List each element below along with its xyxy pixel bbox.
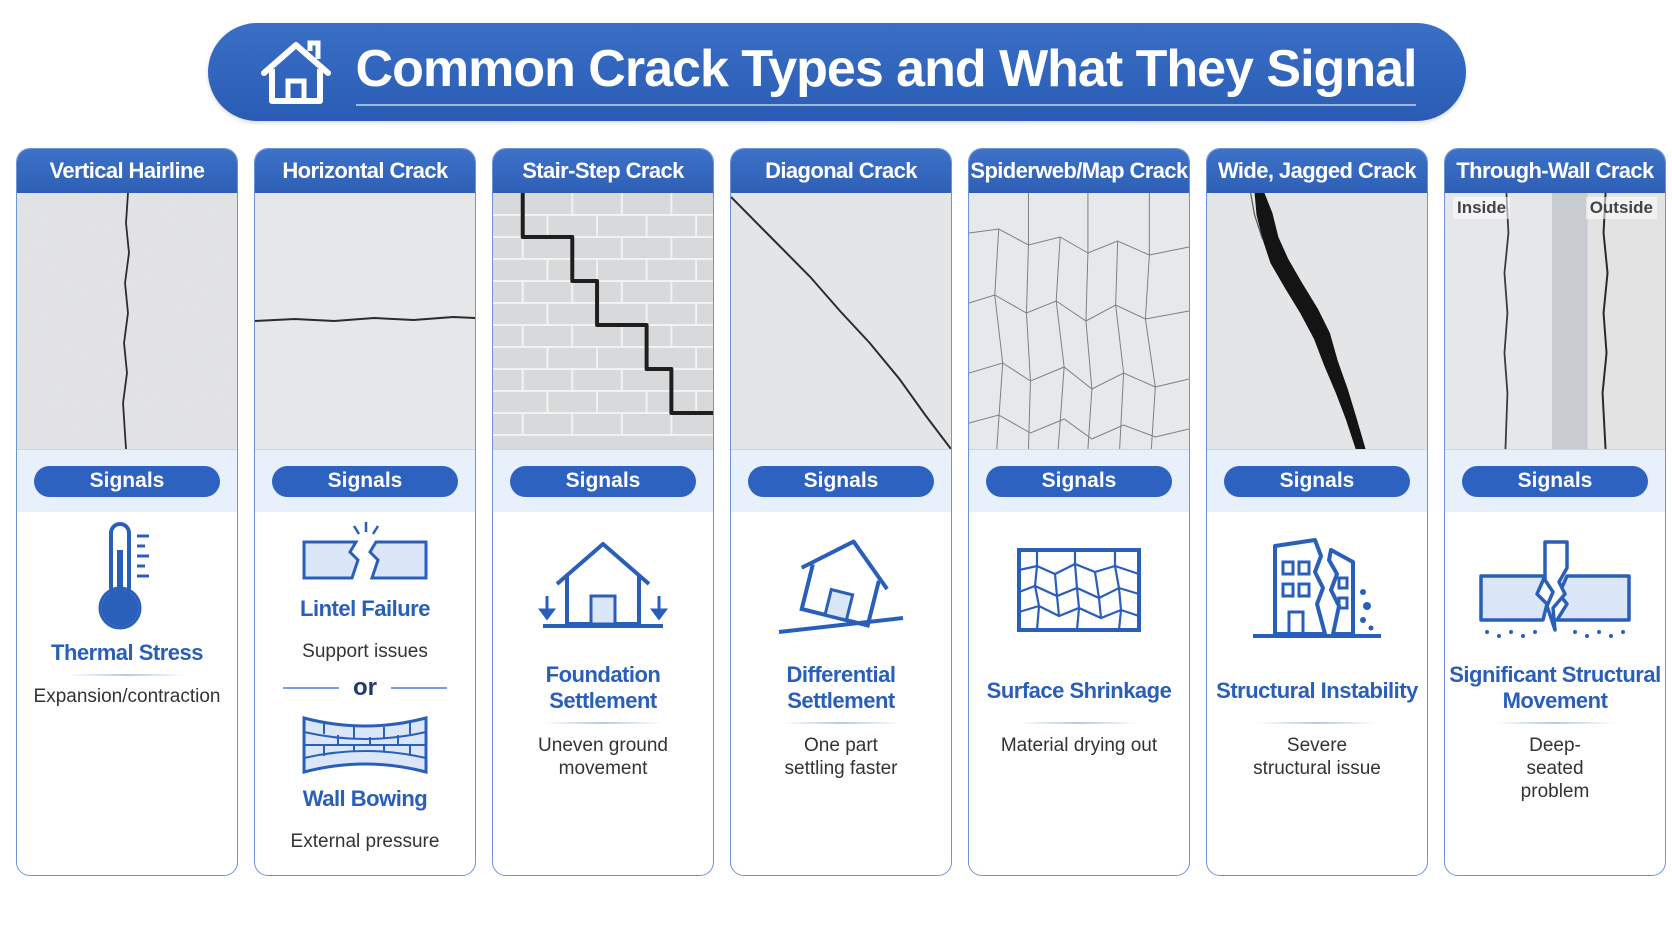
signal-description: Support issues	[302, 641, 428, 662]
card-body: Differential Settlement One part settlin…	[731, 512, 951, 875]
thermometer-icon	[98, 522, 149, 630]
signal-label: Thermal Stress	[51, 640, 203, 665]
card-title: Stair-Step Crack	[493, 149, 713, 193]
divider	[1495, 722, 1615, 724]
signal-description: Uneven ground movement	[538, 735, 668, 779]
card-body: Significant Structural Movement Deep-sea…	[1445, 512, 1665, 875]
signal-label: Wall Bowing	[302, 786, 428, 811]
signal-label: Structural Instability	[1216, 678, 1418, 703]
divider	[1019, 722, 1139, 724]
crack-types-row: Vertical Hairline Signals Thermal Stress…	[16, 148, 1666, 878]
signals-band: Signals	[1445, 450, 1665, 512]
card-through-wall-crack: Through-Wall Crack Inside Outside Signal…	[1444, 148, 1666, 876]
signal-description: One part settling faster	[784, 735, 898, 779]
cracked-building-icon	[1253, 538, 1381, 638]
card-spiderweb-map-crack: Spiderweb/Map Crack Signals	[968, 148, 1190, 876]
card-body: Surface Shrinkage Material drying out	[969, 512, 1189, 875]
signals-pill: Signals	[272, 465, 458, 497]
or-text: or	[353, 674, 377, 701]
signals-band: Signals	[1207, 450, 1427, 512]
card-diagonal-crack: Diagonal Crack Signals Differential Sett…	[730, 148, 952, 876]
wide-jagged-crack-photo	[1207, 193, 1427, 450]
house-outline-icon	[260, 40, 331, 104]
signal-label: Surface Shrinkage	[986, 678, 1172, 703]
bowing-wall-icon	[302, 716, 428, 774]
horizontal-crack-photo	[255, 193, 475, 450]
signals-band: Signals	[969, 450, 1189, 512]
outside-label: Outside	[1585, 197, 1657, 219]
vertical-crack-photo	[17, 193, 237, 450]
or-divider: or	[255, 674, 475, 702]
signal-description: Deep-seated problem	[1520, 735, 1590, 802]
signals-band: Signals	[731, 450, 951, 512]
card-wide-jagged-crack: Wide, Jagged Crack Signals Structural In…	[1206, 148, 1428, 876]
signals-pill: Signals	[510, 465, 696, 497]
broken-lintel-icon	[302, 522, 428, 580]
signal-label: Significant Structural Movement	[1449, 662, 1661, 713]
signal-description: External pressure	[290, 831, 440, 852]
card-body: Structural Instability Severe structural…	[1207, 512, 1427, 875]
card-title: Through-Wall Crack	[1445, 149, 1665, 193]
divider	[781, 722, 901, 724]
signal-label: Foundation Settlement	[545, 662, 661, 713]
signal-description: Material drying out	[1000, 735, 1158, 756]
crazed-surface-icon	[1017, 548, 1141, 632]
settling-house-icon	[538, 542, 668, 628]
card-body: Foundation Settlement Uneven ground move…	[493, 512, 713, 875]
signal-label: Lintel Failure	[300, 596, 430, 621]
card-title: Wide, Jagged Crack	[1207, 149, 1427, 193]
signal-label: Differential Settlement	[786, 662, 896, 713]
page-title: Common Crack Types and What They Signal	[355, 38, 1417, 106]
divider	[1257, 722, 1377, 724]
signals-pill: Signals	[34, 465, 220, 497]
card-title: Horizontal Crack	[255, 149, 475, 193]
card-vertical-hairline: Vertical Hairline Signals Thermal Stress…	[16, 148, 238, 876]
signals-band: Signals	[17, 450, 237, 512]
inside-label: Inside	[1453, 197, 1511, 219]
card-body: Thermal Stress Expansion/contraction	[17, 512, 237, 875]
split-slab-icon	[1479, 540, 1631, 638]
card-title: Diagonal Crack	[731, 149, 951, 193]
signals-band: Signals	[255, 450, 475, 512]
signals-pill: Signals	[748, 465, 934, 497]
signal-description: Expansion/contraction	[33, 686, 221, 707]
stair-step-crack-photo	[493, 193, 713, 450]
diagonal-crack-photo	[731, 193, 951, 450]
card-title: Spiderweb/Map Crack	[969, 149, 1189, 193]
card-horizontal-crack: Horizontal Crack Signals Lintel Failure …	[254, 148, 476, 876]
signals-pill: Signals	[986, 465, 1172, 497]
signal-description: Severe structural issue	[1253, 735, 1381, 779]
tilted-house-icon	[778, 539, 904, 634]
title-banner: Common Crack Types and What They Signal	[208, 23, 1466, 121]
divider	[67, 674, 187, 676]
signals-pill: Signals	[1462, 465, 1648, 497]
card-body: Lintel Failure Support issues or Wall Bo…	[255, 512, 475, 875]
card-stair-step-crack: Stair-Step Crack S	[492, 148, 714, 876]
spiderweb-crack-photo	[969, 193, 1189, 450]
signals-band: Signals	[493, 450, 713, 512]
through-wall-crack-photo	[1445, 193, 1665, 450]
divider	[543, 722, 663, 724]
card-title: Vertical Hairline	[17, 149, 237, 193]
signals-pill: Signals	[1224, 465, 1410, 497]
